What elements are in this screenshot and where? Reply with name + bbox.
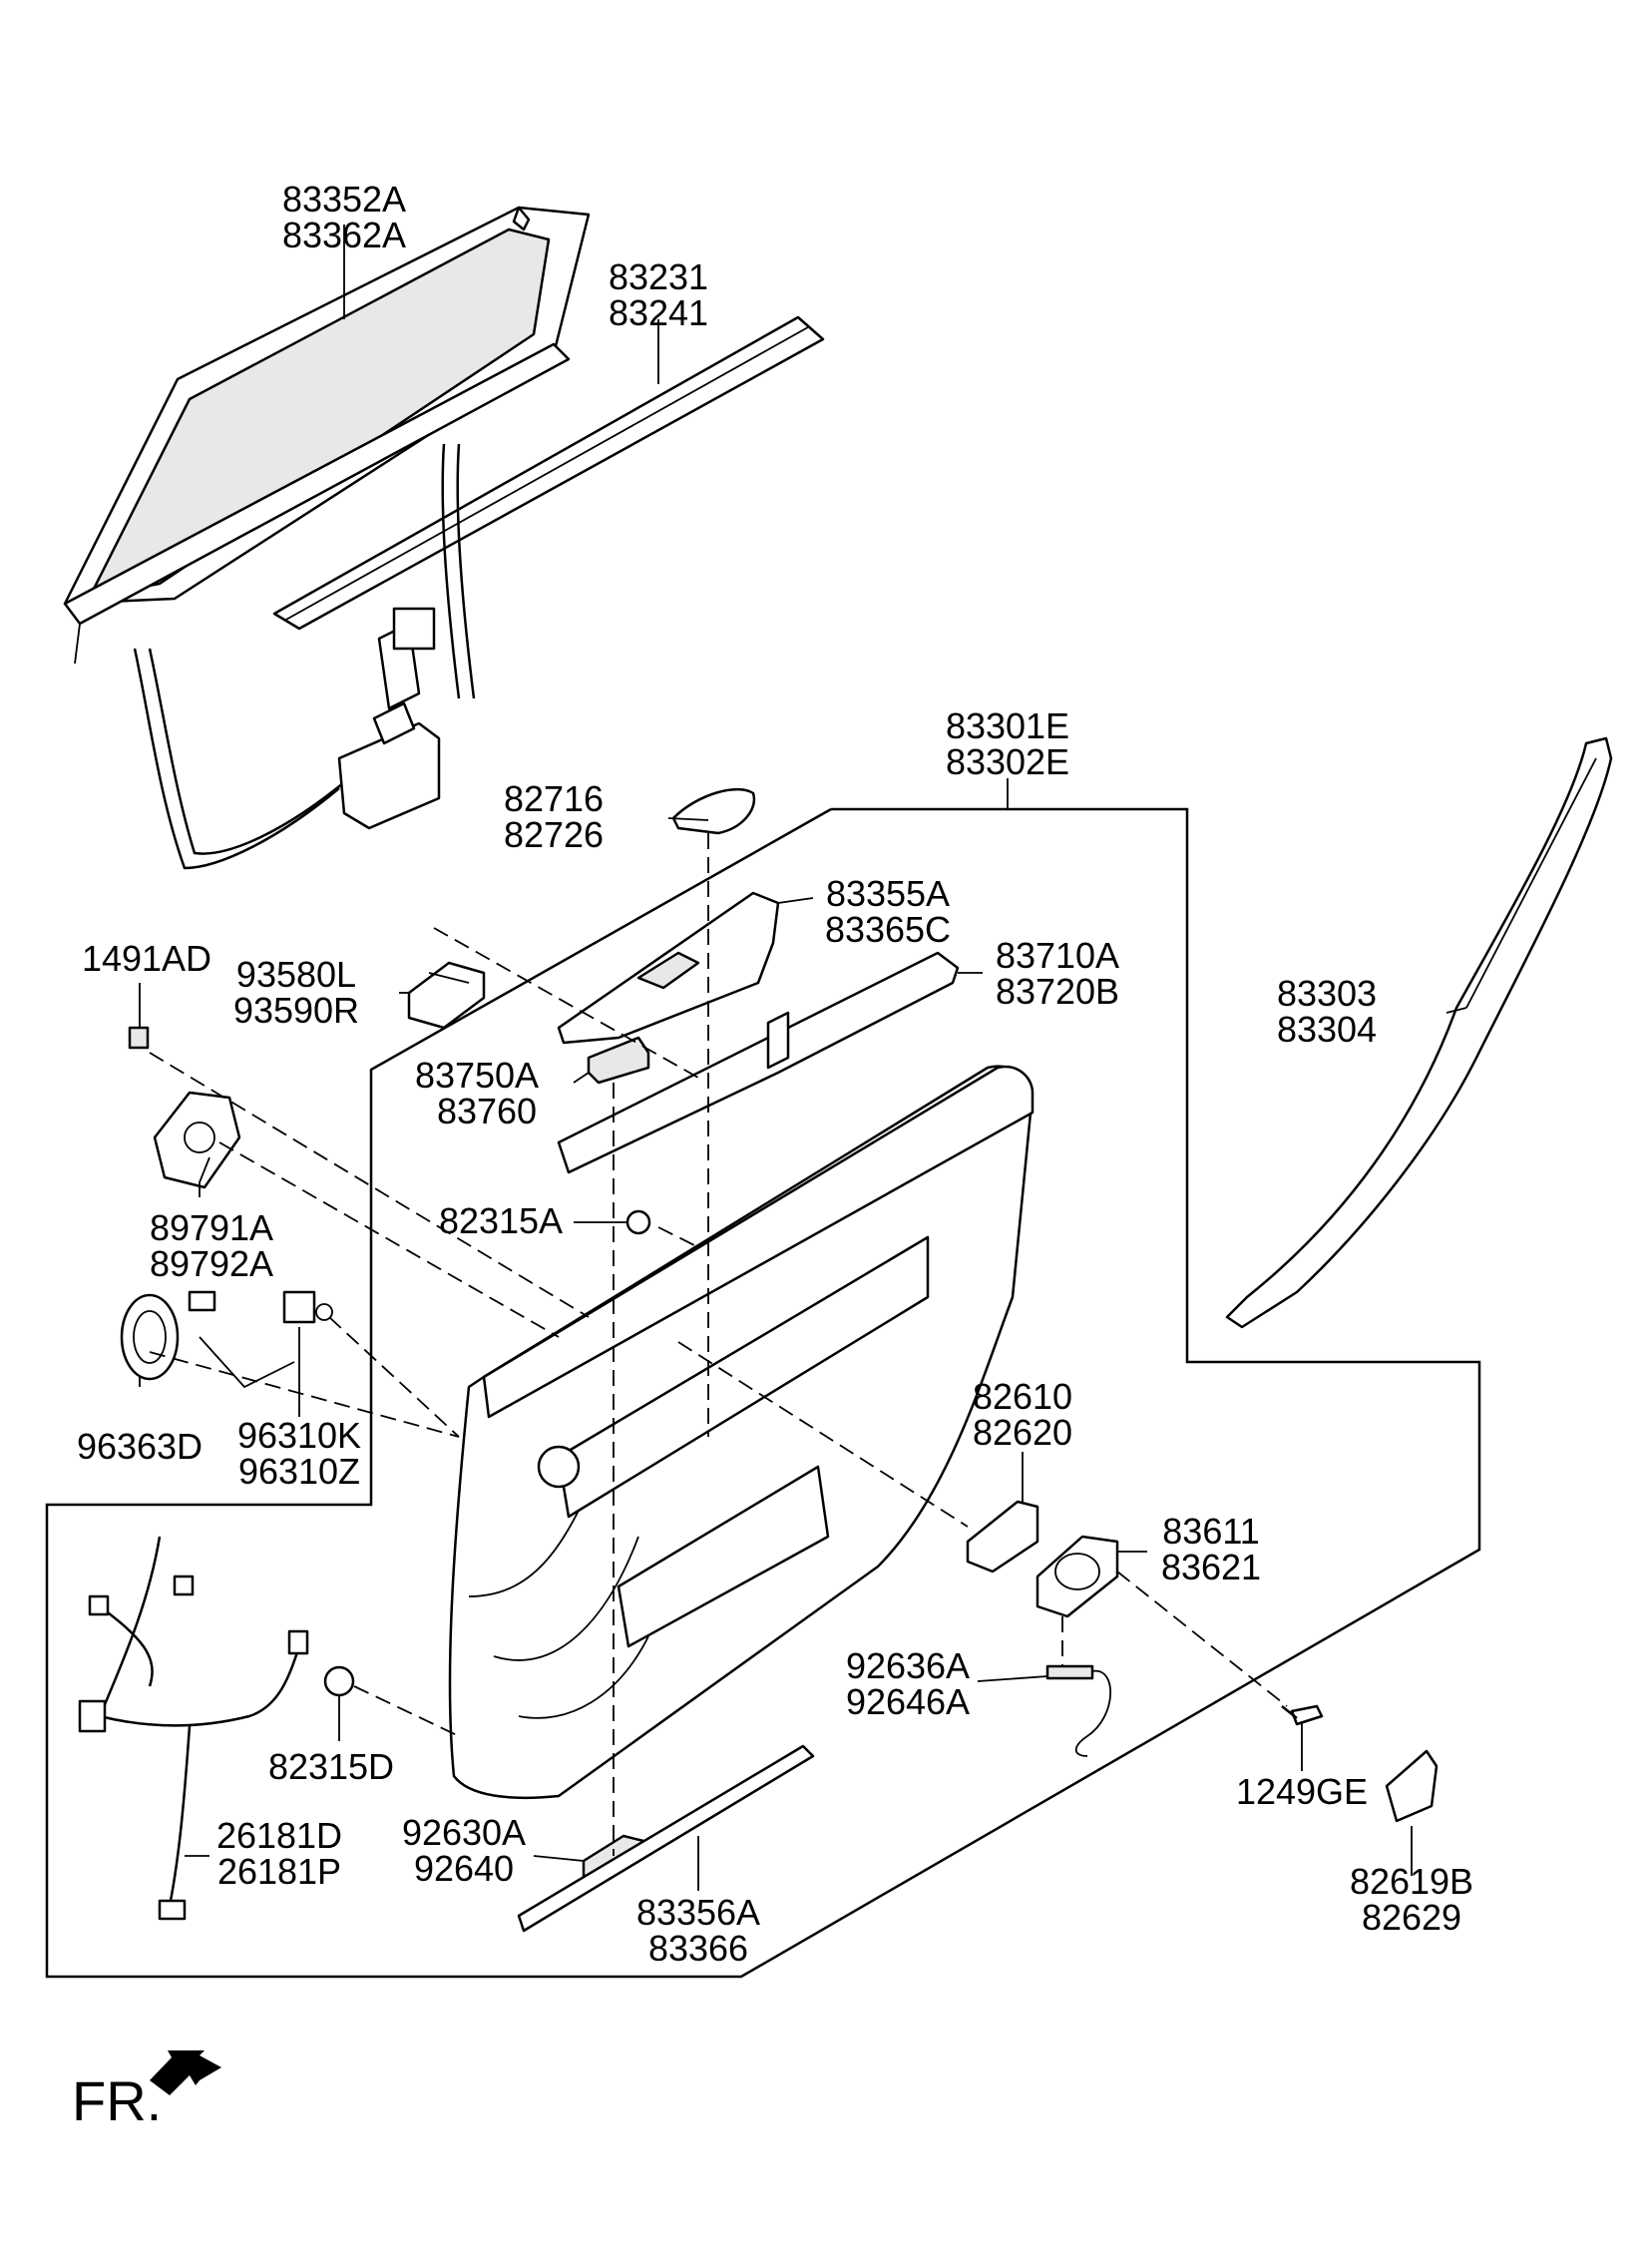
- label-83301e: 83301E: [946, 705, 1069, 746]
- label-82619b: 82619B: [1350, 1861, 1473, 1902]
- power-window-switch: [407, 961, 486, 1030]
- ref-line-1: [149, 1052, 590, 1318]
- label-83302e: 83302E: [946, 741, 1069, 782]
- clip-1491ad: [128, 1026, 150, 1050]
- ref-line-8: [657, 1226, 699, 1248]
- label-83362a: 83362A: [282, 215, 406, 255]
- wiring-harness: [78, 1536, 309, 1921]
- actuator-89791a: [153, 1091, 241, 1189]
- ref-line-10: [1116, 1571, 1288, 1707]
- handle-cap: [671, 788, 756, 835]
- label-26181p: 26181P: [217, 1851, 341, 1892]
- label-83231: 83231: [609, 256, 708, 297]
- cover-82619b: [1385, 1749, 1439, 1823]
- label-92636a: 92636A: [846, 1645, 970, 1686]
- sensor-96310k: [282, 1290, 333, 1324]
- label-83356a: 83356A: [636, 1892, 760, 1933]
- fr-label: FR.: [72, 2069, 162, 2132]
- label-83355a: 83355A: [826, 873, 950, 914]
- label-1249ge: 1249GE: [1236, 1771, 1368, 1812]
- glass-run-channel: [272, 315, 825, 631]
- label-83710a: 83710A: [996, 935, 1119, 976]
- label-92640: 92640: [414, 1848, 514, 1889]
- pull-handle-insert: [587, 1036, 650, 1085]
- label-83304: 83304: [1277, 1009, 1377, 1050]
- label-26181d: 26181D: [216, 1815, 342, 1856]
- label-83611: 83611: [1162, 1511, 1259, 1552]
- ref-line-3: [328, 1316, 460, 1438]
- label-93580l: 93580L: [236, 954, 356, 995]
- label-82620: 82620: [973, 1412, 1072, 1453]
- label-83303: 83303: [1277, 973, 1377, 1014]
- label-92646a: 92646A: [846, 1681, 970, 1722]
- label-82629: 82629: [1362, 1897, 1461, 1938]
- tweeter-96363d: [120, 1290, 216, 1381]
- label-96363d: 96363D: [77, 1426, 203, 1467]
- armrest-panel: [557, 951, 960, 1174]
- clip-82315d: [323, 1665, 355, 1697]
- label-89792a: 89792A: [150, 1243, 273, 1284]
- label-82726: 82726: [504, 814, 604, 855]
- label-83760: 83760: [437, 1091, 537, 1131]
- bottom-trim-83356a: [517, 1744, 815, 1933]
- ref-line-4: [149, 1351, 460, 1438]
- lamp-92636a: [1045, 1664, 1112, 1757]
- window-regulator: [133, 443, 476, 870]
- screw-1249ge: [1281, 1704, 1324, 1726]
- inside-handle-82610: [966, 1500, 1039, 1574]
- label-92630a: 92630A: [402, 1812, 526, 1853]
- label-83366: 83366: [648, 1928, 748, 1969]
- side-garnish-strip: [1225, 736, 1613, 1329]
- ref-line-9: [677, 1341, 969, 1528]
- switch-bezel: [557, 891, 780, 1045]
- ref-line-12: [353, 1685, 460, 1737]
- label-82315a: 82315A: [439, 1200, 563, 1241]
- label-93590r: 93590R: [233, 990, 359, 1031]
- leader-lines: [139, 225, 1467, 1891]
- part-labels: 83352A 83362A 83231 83241 83301E 83302E …: [77, 179, 1473, 1969]
- label-83365c: 83365C: [825, 909, 951, 950]
- label-82315d: 82315D: [268, 1746, 394, 1787]
- label-96310z: 96310Z: [238, 1451, 360, 1492]
- handle-bezel-83611: [1035, 1535, 1119, 1618]
- label-96310k: 96310K: [237, 1415, 361, 1456]
- label-83241: 83241: [609, 292, 708, 333]
- label-83621: 83621: [1161, 1547, 1261, 1587]
- label-83750a: 83750A: [415, 1055, 539, 1096]
- front-arrow-icon: [150, 2050, 221, 2095]
- front-direction-indicator: FR.: [72, 2050, 221, 2132]
- clip-82315a: [625, 1209, 651, 1235]
- window-sunshade: [63, 206, 591, 665]
- assembly-frame: [45, 807, 1481, 1979]
- ref-line-5: [433, 927, 699, 1079]
- label-83352a: 83352A: [282, 179, 406, 220]
- label-1491ad: 1491AD: [82, 938, 211, 979]
- label-89791a: 89791A: [150, 1207, 273, 1248]
- label-82610: 82610: [973, 1376, 1072, 1417]
- label-82716: 82716: [504, 778, 604, 819]
- ref-line-2: [218, 1141, 560, 1338]
- door-trim-panel: [448, 1065, 1034, 1800]
- label-83720b: 83720B: [996, 971, 1119, 1012]
